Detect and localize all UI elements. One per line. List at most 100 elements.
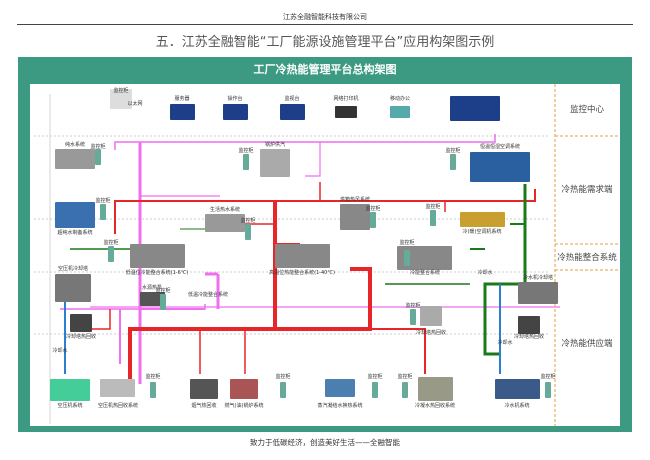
steam-exchanger <box>325 379 355 397</box>
control-cabinet <box>100 204 106 220</box>
equipment-label: 监控柜 <box>405 302 420 309</box>
equipment-label: 监控柜 <box>145 373 160 380</box>
heat-pump <box>140 292 165 306</box>
header-divider <box>17 24 633 25</box>
control-cabinet <box>430 210 436 226</box>
control-cabinet <box>110 89 132 109</box>
equipment-label: 监控柜 <box>238 147 253 154</box>
equipment-label: 以太网 <box>127 100 142 107</box>
monitor <box>280 104 305 120</box>
architecture-diagram: 监控中心冷热能需求端冷热能整合系统冷热能供应端监控柜以太网服务器操作台监视台网络… <box>30 84 620 426</box>
equipment-label: 冷却水 <box>477 269 492 276</box>
equipment-label: 监控柜 <box>397 373 412 380</box>
equipment-label: 冷却塔热回收 <box>416 329 446 336</box>
equipment-label: 操作台 <box>227 95 242 102</box>
company-name: 江苏全融智能科技有限公司 <box>283 13 367 21</box>
hot-water-tank <box>205 214 245 232</box>
equipment-label: 空压机热回收系统 <box>98 402 138 409</box>
control-cabinet <box>545 382 551 398</box>
equipment-label: 高温位热能整合系统(1-40℃) <box>269 269 335 276</box>
equipment-label: 冷却塔热回收 <box>514 333 544 340</box>
warm-water-pipe <box>305 142 321 177</box>
printer <box>335 106 357 118</box>
oven-system <box>340 204 370 230</box>
equipment-label: 监控柜 <box>113 87 128 94</box>
page-title: 五．江苏全融智能“工厂能源设施管理平台”应用构架图示例 <box>155 35 495 50</box>
footer-slogan: 致力于低碳经济，创造美好生活——全融智能 <box>250 438 400 447</box>
control-cabinet <box>280 382 286 398</box>
air-conditioner <box>460 212 505 227</box>
equipment-label: 监控柜 <box>399 239 414 246</box>
heat-storage-tank <box>275 244 330 268</box>
equipment-label: 低温冷能整合系统 <box>188 291 228 298</box>
flue-gas-recovery <box>190 379 218 399</box>
equipment-label: 生活热水系统 <box>210 206 240 213</box>
equipment-label: 冷水机系统 <box>504 402 529 409</box>
chiller <box>495 379 540 399</box>
equipment-label: 冷却塔热回收 <box>66 333 96 340</box>
equipment-label: 监控柜 <box>90 143 105 150</box>
equipment-label: 空压机系统 <box>57 402 82 409</box>
equipment-label: 移动办公 <box>390 95 410 102</box>
equipment-label: 监控柜 <box>367 373 382 380</box>
control-cabinet <box>245 224 251 240</box>
equipment-label: 监控柜 <box>95 197 110 204</box>
equipment-label: 纯水系统 <box>65 141 85 148</box>
cooling-tower <box>55 274 91 302</box>
equipment-label: 蒸汽凝结水换热系统 <box>317 402 362 409</box>
control-cabinet <box>243 154 249 170</box>
control-cabinet <box>372 382 378 398</box>
water-treatment <box>55 202 95 228</box>
condensate-recovery <box>418 377 453 401</box>
zone-label: 冷热能供应端 <box>561 338 613 349</box>
air-handling-unit <box>470 152 530 182</box>
equipment-label: 监控柜 <box>275 373 290 380</box>
cooling-tower <box>518 282 558 304</box>
equipment-label: 水源热泵 <box>142 284 162 291</box>
equipment-label: 冷(暖)空调机系统 <box>463 228 502 235</box>
equipment-label: 冷却水 <box>497 339 512 346</box>
equipment-label: 监控柜 <box>425 203 440 210</box>
air-compressor <box>50 379 90 401</box>
equipment-label: 空压机冷却塔 <box>58 265 88 272</box>
control-cabinet <box>370 212 376 228</box>
heat-recovery <box>70 314 92 332</box>
equipment-label: 烟气热回收 <box>191 402 216 409</box>
zone-label: 冷热能整合系统 <box>557 252 617 263</box>
warm-water-pipe <box>114 134 496 150</box>
equipment-label: 恒温恒湿空调系统 <box>480 143 520 150</box>
equipment-label: 监控柜 <box>445 147 460 154</box>
chilled-water-main <box>483 184 527 356</box>
equipment-label: 监视台 <box>284 95 299 102</box>
control-cabinet <box>410 309 416 325</box>
control-cabinet <box>450 154 456 170</box>
equipment-label: 监控柜 <box>240 217 255 224</box>
diagram-title: 工厂冷热能管理平台总构架图 <box>253 63 397 76</box>
heat-recovery <box>420 306 442 326</box>
boiler <box>260 149 290 177</box>
hot-water-pipe <box>370 328 426 374</box>
control-cabinet <box>95 149 101 165</box>
heat-recovery <box>518 316 540 334</box>
heat-recovery-unit <box>100 379 135 397</box>
equipment-label: 监控柜 <box>365 205 380 212</box>
equipment-label: 监控柜 <box>540 373 555 380</box>
control-cabinet <box>404 250 410 266</box>
boiler <box>230 379 258 399</box>
equipment-label: 锅炉供汽 <box>265 141 285 148</box>
equipment-label: 监控柜 <box>103 239 118 246</box>
equipment-label: 燃气(油)锅炉系统 <box>225 402 264 409</box>
equipment-label: 冷水机冷却塔 <box>523 274 553 281</box>
zone-label: 监控中心 <box>570 104 605 115</box>
equipment-label: 网络打印机 <box>333 95 358 102</box>
equipment-label: 烘箱热风系统 <box>340 196 370 203</box>
equipment-label: 低温位冷能整合系统(1-6℃) <box>126 269 189 276</box>
water-tank <box>55 149 95 169</box>
equipment-label: 超纯水制备系统 <box>57 229 92 236</box>
mobile-device <box>390 106 410 118</box>
equipment-label: 冷凝水热回收系统 <box>415 402 455 409</box>
equipment-label: 监控柜 <box>155 287 170 294</box>
cold-storage-tank <box>130 244 185 268</box>
warm-water-pipe <box>60 304 206 310</box>
equipment-label: 服务器 <box>174 95 189 102</box>
